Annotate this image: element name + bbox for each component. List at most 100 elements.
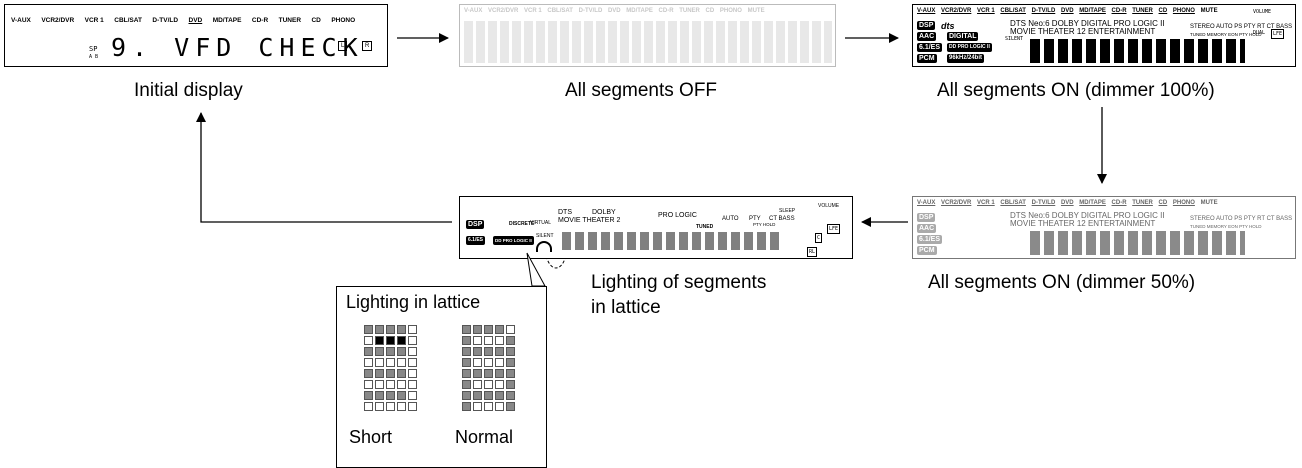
off-src-4: D-TV/LD bbox=[578, 8, 603, 14]
lattice-discrete: DISCRETE bbox=[509, 221, 535, 227]
callout-short-label: Short bbox=[349, 427, 393, 447]
lattice-cell bbox=[408, 380, 417, 389]
lattice-movie-theater: MOVIE THEATER 2 bbox=[558, 217, 621, 224]
on50-src-11: MUTE bbox=[1200, 200, 1218, 206]
off-display-panel: V-AUX VCR2/DVR VCR 1 CBL/SAT D-TV/LD DVD… bbox=[459, 4, 836, 67]
initial-display-panel: V-AUX VCR2/DVR VCR 1 CBL/SAT D-TV/LD DVD… bbox=[4, 4, 388, 67]
lattice-display-panel: DTS DOLBY PRO LOGIC AUTO PTY CT BASS SLE… bbox=[459, 196, 853, 259]
lattice-sleep: SLEEP bbox=[779, 208, 796, 214]
lattice-cell bbox=[495, 347, 504, 356]
lattice-cell bbox=[484, 336, 493, 345]
headphones-icon bbox=[536, 241, 552, 252]
sp-sub-label: A B bbox=[89, 54, 99, 60]
indicator-r: R bbox=[362, 41, 373, 51]
tag-digital: DIGITAL bbox=[947, 32, 979, 41]
lattice-cell bbox=[375, 358, 384, 367]
lattice-cell bbox=[375, 369, 384, 378]
on100-src-2: VCR 1 bbox=[977, 8, 995, 14]
lattice-cell bbox=[408, 391, 417, 400]
off-src-11: MUTE bbox=[747, 8, 765, 14]
tag-pcm: PCM bbox=[917, 54, 937, 63]
lattice-cell bbox=[375, 380, 384, 389]
off-segment-grid bbox=[464, 21, 832, 63]
source-vcr1: VCR 1 bbox=[84, 17, 104, 24]
caption-on100: All segments ON (dimmer 100%) bbox=[937, 80, 1215, 101]
lattice-pty: PTY bbox=[749, 216, 761, 222]
lattice-dd-pro-tag: DD PRO LOGIC II bbox=[493, 236, 534, 245]
lattice-cell bbox=[495, 358, 504, 367]
on100-volume: VOLUME bbox=[1253, 9, 1272, 15]
source-cd: CD bbox=[311, 17, 321, 24]
lattice-cell bbox=[397, 380, 406, 389]
on50-src-3: CBL/SAT bbox=[1000, 200, 1026, 206]
on50-source-row: V-AUX VCR2/DVR VCR 1 CBL/SAT D-TV/LD DVD… bbox=[917, 200, 1218, 206]
tag-es: 6.1/ES bbox=[917, 43, 943, 52]
lattice-volume: VOLUME bbox=[818, 203, 840, 209]
lattice-cell bbox=[473, 391, 482, 400]
lattice-cell bbox=[462, 369, 471, 378]
lattice-cell bbox=[386, 380, 395, 389]
off-src-1: VCR2/DVR bbox=[488, 8, 519, 14]
lattice-cell bbox=[408, 402, 417, 411]
lattice-cell bbox=[473, 402, 482, 411]
lattice-cell bbox=[484, 347, 493, 356]
lattice-cell bbox=[408, 336, 417, 345]
arrow-lattice-to-initial bbox=[196, 112, 452, 223]
source-phono: PHONO bbox=[331, 17, 356, 24]
on100-src-6: MD/TAPE bbox=[1079, 8, 1106, 14]
on100-mode2: TUNED MEMORY EON PTY HOLD bbox=[1190, 32, 1262, 37]
lattice-cell bbox=[462, 402, 471, 411]
source-vcr2: VCR2/DVR bbox=[41, 17, 75, 24]
lattice-cell bbox=[408, 369, 417, 378]
caption-lattice-1: Lighting of segments bbox=[591, 272, 767, 293]
lattice-cell bbox=[397, 358, 406, 367]
lattice-cell bbox=[484, 391, 493, 400]
caption-on50: All segments ON (dimmer 50%) bbox=[928, 272, 1196, 293]
source-cd-r: CD-R bbox=[251, 17, 269, 24]
lattice-cell bbox=[364, 347, 373, 356]
lattice-cell bbox=[386, 347, 395, 356]
lattice-cell bbox=[506, 325, 515, 334]
on100-line1: DTS Neo:6 DOLBY DIGITAL PRO LOGIC II bbox=[1010, 19, 1165, 28]
lattice-cell bbox=[462, 391, 471, 400]
on100-src-8: TUNER bbox=[1132, 8, 1153, 14]
lattice-cell bbox=[386, 369, 395, 378]
lattice-cell bbox=[397, 402, 406, 411]
lattice-cell bbox=[495, 391, 504, 400]
off-src-5: DVD bbox=[607, 8, 621, 14]
source-v-aux: V-AUX bbox=[11, 17, 31, 24]
lattice-virtual: VIRTUAL bbox=[530, 220, 552, 226]
on50-display-panel: V-AUX VCR2/DVR VCR 1 CBL/SAT D-TV/LD DVD… bbox=[912, 196, 1296, 259]
vfd-main-text: 9. VFD CHECK bbox=[111, 33, 364, 62]
lattice-cell bbox=[386, 336, 395, 345]
on50-segment-grid bbox=[1030, 231, 1245, 255]
lattice-cell bbox=[397, 347, 406, 356]
lattice-cell bbox=[364, 358, 373, 367]
lattice-cell bbox=[364, 336, 373, 345]
lattice-dolby: DOLBY bbox=[592, 209, 616, 216]
on100-silent: SILENT bbox=[1005, 36, 1024, 42]
lattice-cell bbox=[364, 402, 373, 411]
off-source-row: V-AUX VCR2/DVR VCR 1 CBL/SAT D-TV/LD DVD… bbox=[464, 8, 765, 14]
lattice-cell bbox=[506, 380, 515, 389]
lattice-cell bbox=[506, 402, 515, 411]
source-md-tape: MD/TAPE bbox=[212, 17, 242, 24]
lattice-cell bbox=[462, 347, 471, 356]
lattice-cell bbox=[495, 336, 504, 345]
lattice-cell bbox=[397, 325, 406, 334]
on50-src-2: VCR 1 bbox=[977, 200, 995, 206]
source-dtv: D-TV/LD bbox=[152, 17, 179, 24]
lattice-cell bbox=[473, 325, 482, 334]
off-src-10: PHONO bbox=[719, 8, 742, 14]
lattice-cell bbox=[495, 325, 504, 334]
on50-src-7: CD-R bbox=[1111, 200, 1127, 206]
on100-src-1: VCR2/DVR bbox=[941, 8, 972, 14]
lattice-cell bbox=[375, 336, 384, 345]
on50-src-6: MD/TAPE bbox=[1079, 200, 1106, 206]
caption-lattice-2: in lattice bbox=[591, 297, 661, 318]
tag-96k: 96kHz/24bit bbox=[947, 54, 985, 63]
lattice-cell bbox=[408, 325, 417, 334]
off-src-2: VCR 1 bbox=[524, 8, 542, 14]
lattice-cell bbox=[462, 336, 471, 345]
on100-display-panel: V-AUX VCR2/DVR VCR 1 CBL/SAT D-TV/LD DVD… bbox=[912, 4, 1296, 67]
